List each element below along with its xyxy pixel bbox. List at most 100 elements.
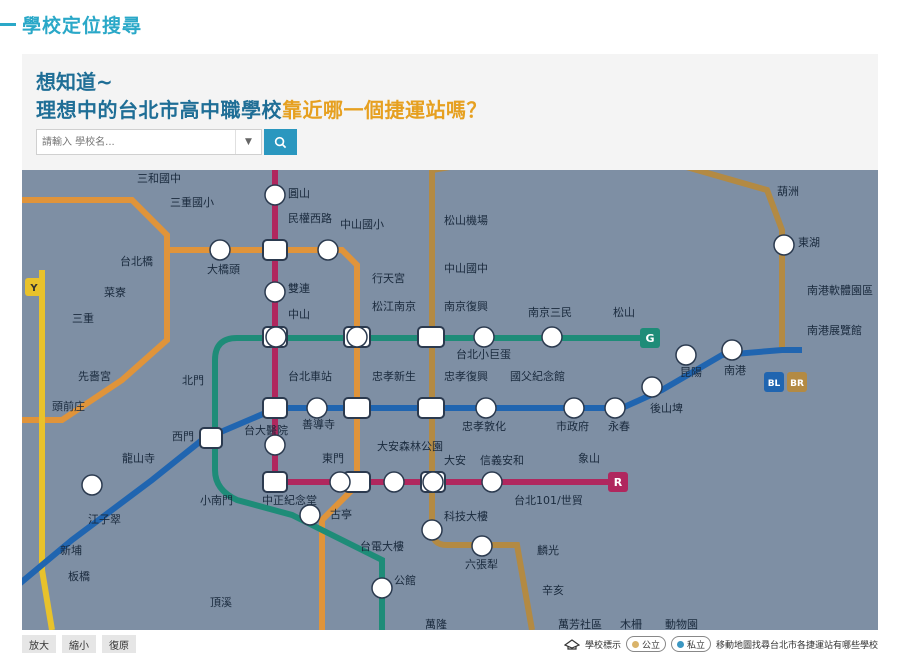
station-label: 古亭 <box>330 507 352 521</box>
station-label: 公館 <box>394 573 416 587</box>
station-label: 南港 <box>724 364 746 377</box>
search-icon <box>274 136 287 148</box>
school-search-input[interactable] <box>37 130 227 155</box>
station-label: 民權西路 <box>288 212 332 225</box>
badge-red-line: R <box>608 472 628 492</box>
station-labels: 三和國中 三重國小 台北橋 菜寮 三重 先嗇宮 頭前庄 大橋頭 圓山 民權西路 … <box>52 172 873 630</box>
mrt-map[interactable]: G R BL BR Y <box>22 170 878 630</box>
svg-text:R: R <box>614 476 623 489</box>
station-label: 台大醫院 <box>244 423 288 437</box>
station-label: 南京復興 <box>444 299 488 313</box>
station-label: 西門 <box>172 430 194 443</box>
station-label: 板橋 <box>68 569 90 583</box>
station-label: 台電大樓 <box>360 539 404 553</box>
station-label: 善導寺 <box>302 417 335 431</box>
station-label: 圓山 <box>288 187 310 200</box>
map-controls: 放大 縮小 復原 <box>22 635 136 653</box>
legend-hint: 移動地圖找尋台北市各捷運站有哪些學校 <box>715 640 878 651</box>
station-label: 昆陽 <box>680 366 702 379</box>
station-label: 麟光 <box>537 543 559 557</box>
station-label: 台北小巨蛋 <box>456 347 511 361</box>
station-label: 龍山寺 <box>122 451 155 465</box>
station-label: 南港軟體園區 <box>807 283 873 297</box>
zoom-in-button[interactable]: 放大 <box>22 635 56 653</box>
svg-text:Y: Y <box>29 283 38 294</box>
station-label: 松山機場 <box>444 213 488 227</box>
station-label: 大橋頭 <box>207 262 240 276</box>
station-label: 松山 <box>613 305 635 319</box>
map-legend: 學校標示 公立 私立 移動地圖找尋台北市各捷運站有哪些學校 <box>563 635 878 653</box>
station-label: 三和國中 <box>137 172 181 185</box>
station-label: 辛亥 <box>542 583 564 597</box>
legend-school-marker-label: 學校標示 <box>584 640 621 651</box>
station-label: 葫洲 <box>777 185 799 198</box>
page-title: 學校定位搜尋 <box>22 14 143 37</box>
station-label: 新埔 <box>60 543 82 557</box>
search-panel: 想知道~ 理想中的台北市高中職學校靠近哪一個捷運站嗎？ ▼ <box>22 54 878 170</box>
station-label: 東門 <box>322 452 344 465</box>
station-label: 菜寮 <box>104 285 126 299</box>
station-label: 大安 <box>444 453 466 467</box>
orange-line-main <box>167 247 360 630</box>
station-label: 北門 <box>182 374 204 387</box>
station-label: 小南門 <box>200 494 233 507</box>
search-button[interactable] <box>264 129 297 155</box>
station-label: 南京三民 <box>528 305 572 319</box>
svg-text:BR: BR <box>790 379 804 389</box>
station-label: 科技大樓 <box>444 509 488 523</box>
zoom-out-button[interactable]: 縮小 <box>62 635 96 653</box>
yellow-line <box>39 270 55 630</box>
station-label: 忠孝新生 <box>372 369 416 383</box>
station-label: 市政府 <box>556 419 589 433</box>
question-main-text: 理想中的台北市高中職學校 <box>36 98 282 122</box>
orange-line <box>22 197 170 423</box>
station-label: 永春 <box>608 419 630 433</box>
station-label: 木柵 <box>620 617 642 630</box>
dropdown-caret-icon[interactable]: ▼ <box>235 130 261 154</box>
station-label: 國父紀念館 <box>510 369 565 383</box>
station-label: 信義安和 <box>480 453 524 467</box>
question-line-2: 理想中的台北市高中職學校靠近哪一個捷運站嗎？ <box>36 94 487 123</box>
station-label: 頂溪 <box>210 596 232 609</box>
question-highlight-text: 靠近哪一個捷運站嗎？ <box>282 98 487 122</box>
station-label: 南港展覽館 <box>807 323 862 337</box>
station-label: 萬隆 <box>425 617 447 630</box>
station-label: 象山 <box>578 452 600 465</box>
station-label: 台北101/世貿 <box>514 493 583 507</box>
legend-private: 私立 <box>670 636 711 652</box>
badge-green-line: G <box>640 328 660 348</box>
station-label: 中山國小 <box>340 218 384 231</box>
station-label: 後山埤 <box>650 401 683 415</box>
station-label: 中正紀念堂 <box>262 493 317 507</box>
reset-button[interactable]: 復原 <box>102 635 136 653</box>
svg-text:BL: BL <box>768 379 781 389</box>
school-marker-icon <box>563 638 580 650</box>
station-label: 中山國中 <box>444 262 488 275</box>
blue-line <box>22 347 802 586</box>
public-dot-icon <box>631 640 639 648</box>
station-label: 忠孝復興 <box>444 370 488 383</box>
section-header: 學校定位搜尋 <box>0 10 142 38</box>
green-line <box>212 335 652 630</box>
station-label: 台北橋 <box>120 254 153 268</box>
transfer-stations <box>199 239 446 493</box>
badge-yellow-line: Y <box>25 278 43 296</box>
mrt-map-svg[interactable]: G R BL BR Y <box>22 170 878 630</box>
station-label: 頭前庄 <box>52 399 85 413</box>
station-label: 六張犁 <box>465 557 498 571</box>
legend-public-label: 公立 <box>641 640 660 651</box>
school-search-combobox[interactable]: ▼ <box>36 129 262 155</box>
station-label: 江子翠 <box>88 513 121 526</box>
svg-text:G: G <box>645 332 654 345</box>
station-label: 東湖 <box>798 236 820 249</box>
school-markers[interactable] <box>81 184 795 599</box>
badge-brown-line: BR <box>787 372 807 392</box>
header-accent-bar <box>0 22 16 26</box>
station-label: 三重 <box>72 311 94 325</box>
station-label: 動物園 <box>665 617 698 630</box>
station-label: 萬芳社區 <box>558 617 602 630</box>
station-label: 中山 <box>288 308 310 321</box>
station-label: 三重國小 <box>170 195 214 209</box>
station-label: 雙連 <box>288 281 310 295</box>
